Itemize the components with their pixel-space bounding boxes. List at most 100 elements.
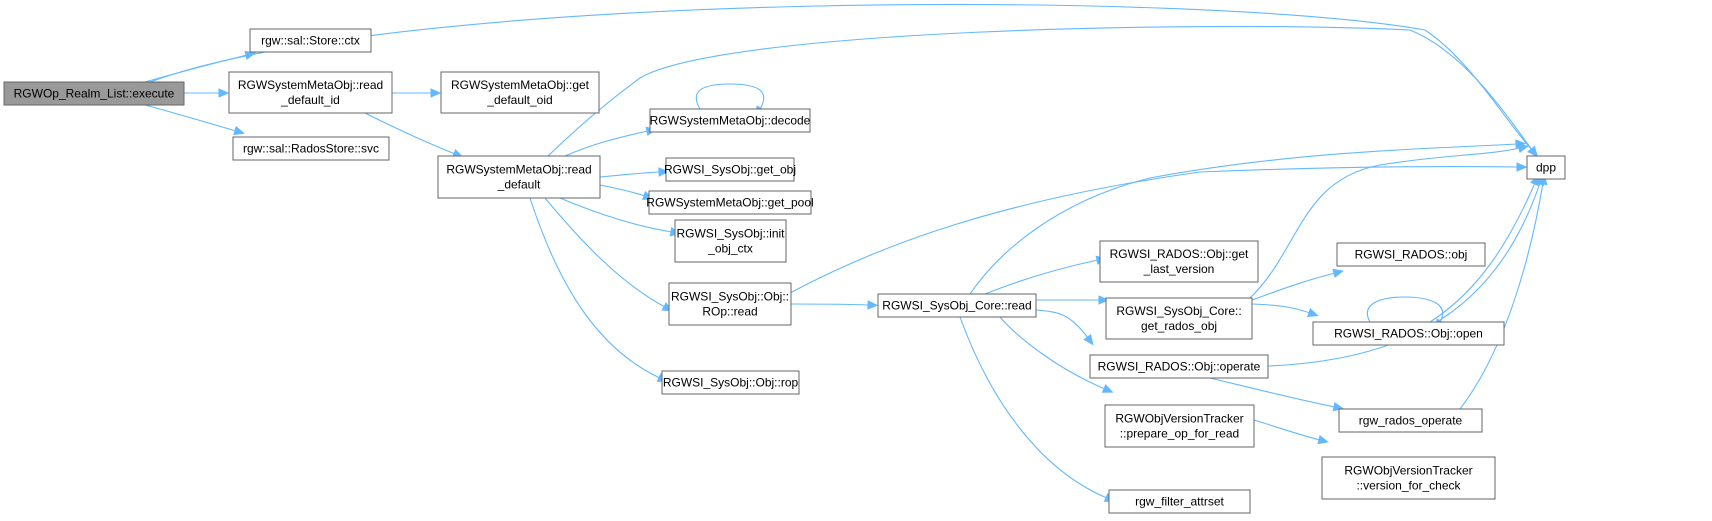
node-box — [1312, 321, 1505, 346]
node-label: rgw::sal::Store::ctx — [261, 34, 360, 48]
edge-line — [1251, 303, 1311, 314]
node-execute[interactable]: RGWOp_Realm_List::execute — [3, 81, 185, 106]
node-label: rgw_rados_operate — [1359, 414, 1463, 428]
node-prepare-op[interactable]: RGWObjVersionTracker::prepare_op_for_rea… — [1104, 404, 1255, 448]
edge-rop_read-to-dpp — [789, 162, 1528, 294]
node-label: get_rados_obj — [1141, 319, 1217, 333]
node-label: dpp — [1536, 161, 1556, 175]
node-label: RGWSI_RADOS::Obj::get — [1110, 247, 1249, 261]
node-read-default-id[interactable]: RGWSystemMetaObj::read_default_id — [228, 71, 393, 114]
arrowhead-icon — [1516, 162, 1528, 172]
node-box — [649, 108, 811, 133]
node-label: _last_version — [1143, 262, 1215, 276]
node-label: RGWSI_SysObj::init — [676, 227, 785, 241]
edge-execute-to-rados_svc — [144, 104, 245, 136]
node-core-read[interactable]: RGWSI_SysObj_Core::read — [877, 293, 1037, 318]
edge-line — [547, 25, 1533, 157]
edge-line — [529, 197, 661, 379]
edge-read_default-to-rop_read — [544, 197, 674, 312]
node-label: RGWSI_RADOS::obj — [1355, 248, 1468, 262]
arrowhead-icon — [867, 300, 879, 310]
edge-line — [564, 130, 649, 157]
edge-line — [1267, 182, 1541, 367]
node-box — [668, 282, 792, 326]
node-get-obj[interactable]: RGWSI_SysObj::get_obj — [664, 157, 796, 182]
node-rados-svc[interactable]: rgw::sal::RadosStore::svc — [232, 136, 390, 161]
node-rop-read[interactable]: RGWSI_SysObj::Obj::ROp::read — [668, 282, 792, 326]
edge-line — [1429, 182, 1536, 323]
node-decode[interactable]: RGWSystemMetaObj::decode — [649, 108, 811, 133]
node-label: RGWSI_SysObj::get_obj — [664, 163, 796, 177]
node-box — [440, 71, 600, 114]
edge-core_read-to-get_rados_obj — [1035, 295, 1110, 305]
node-box — [228, 71, 393, 114]
edge-line — [599, 184, 646, 197]
node-box — [674, 219, 787, 263]
node-box — [1108, 489, 1251, 514]
node-init-obj-ctx[interactable]: RGWSI_SysObj::init_obj_ctx — [674, 219, 787, 263]
edge-read_default-to-dpp — [547, 25, 1538, 158]
node-label: RGWSI_SysObj_Core:: — [1116, 304, 1241, 318]
edge-core_read-to-filter_attrset — [959, 316, 1116, 502]
node-label: ::version_for_check — [1356, 479, 1461, 493]
edge-line — [144, 104, 237, 132]
node-label: RGWObjVersionTracker — [1344, 464, 1472, 478]
node-rados-obj[interactable]: RGWSI_RADOS::obj — [1336, 242, 1486, 267]
arrowhead-icon — [1101, 384, 1114, 393]
node-store-ctx[interactable]: rgw::sal::Store::ctx — [249, 28, 372, 53]
edge-core_read-to-radios_operate — [1035, 309, 1094, 346]
edge-read_default-to-get_pool — [599, 184, 654, 201]
node-version-for-check[interactable]: RGWObjVersionTracker::version_for_check — [1321, 456, 1496, 500]
node-box — [1336, 242, 1486, 267]
node-get-default-oid[interactable]: RGWSystemMetaObj::get_default_oid — [440, 71, 600, 114]
node-obj-open[interactable]: RGWSI_RADOS::Obj::open — [1312, 321, 1505, 346]
node-label: _default_oid — [486, 93, 552, 107]
node-box — [232, 136, 390, 161]
arrowhead-icon — [1098, 295, 1110, 305]
arrowhead-icon — [1517, 143, 1529, 153]
edge-line — [1209, 377, 1336, 408]
edge-line — [790, 303, 870, 306]
edge-core_read-to-prepare_op — [999, 316, 1114, 393]
node-dpp[interactable]: dpp — [1526, 155, 1566, 180]
edge-line — [1251, 272, 1336, 301]
node-label: ROp::read — [702, 305, 757, 319]
arrowhead-icon — [1317, 435, 1329, 445]
node-rgw-rados-operate[interactable]: rgw_rados_operate — [1338, 408, 1483, 433]
edge-rgw_rados_operate-to-dpp — [1459, 173, 1548, 410]
edge-prepare_op-to-version_for_check — [1253, 419, 1329, 445]
node-label: RGWSystemMetaObj::read — [238, 78, 383, 92]
edge-line — [599, 171, 661, 178]
node-label: _default — [497, 178, 541, 192]
edge-line — [1035, 309, 1089, 339]
edge-read_default-to-get_obj — [599, 167, 670, 178]
node-label: RGWSI_SysObj::Obj:: — [671, 290, 789, 304]
node-label: RGWSystemMetaObj::decode — [650, 114, 811, 128]
node-read-default[interactable]: RGWSystemMetaObj::read_default — [437, 155, 601, 199]
edge-read_default-to-obj_rop — [529, 197, 669, 382]
node-label: _obj_ctx — [707, 242, 753, 256]
node-obj-rop[interactable]: RGWSI_SysObj::Obj::rop — [661, 370, 800, 395]
node-box — [437, 155, 601, 199]
node-label: ::prepare_op_for_read — [1120, 427, 1239, 441]
node-filter-attrset[interactable]: rgw_filter_attrset — [1108, 489, 1251, 514]
edge-line — [1249, 147, 1521, 299]
edge-line — [789, 165, 1519, 294]
arrowhead-icon — [1332, 268, 1344, 278]
node-get-last-version[interactable]: RGWSI_RADOS::Obj::get_last_version — [1099, 240, 1259, 283]
edge-line — [695, 83, 765, 110]
node-label: RGWSI_RADOS::Obj::open — [1334, 327, 1483, 341]
edge-get_rados_obj-to-obj_open — [1251, 303, 1319, 318]
node-radios-operate[interactable]: RGWSI_RADOS::Obj::operate — [1089, 354, 1269, 379]
node-get-pool[interactable]: RGWSystemMetaObj::get_pool — [646, 190, 814, 215]
node-box — [3, 81, 185, 106]
arrowhead-icon — [1527, 146, 1538, 158]
node-label: RGWSystemMetaObj::read — [446, 163, 591, 177]
node-label: RGWSystemMetaObj::get_pool — [646, 196, 813, 210]
node-get-rados-obj[interactable]: RGWSI_SysObj_Core::get_rados_obj — [1105, 297, 1253, 340]
edge-line — [999, 316, 1106, 390]
edge-core_read-to-get_last_version — [984, 255, 1108, 295]
edge-read_default-to-decode — [564, 126, 658, 157]
node-box — [249, 28, 372, 53]
